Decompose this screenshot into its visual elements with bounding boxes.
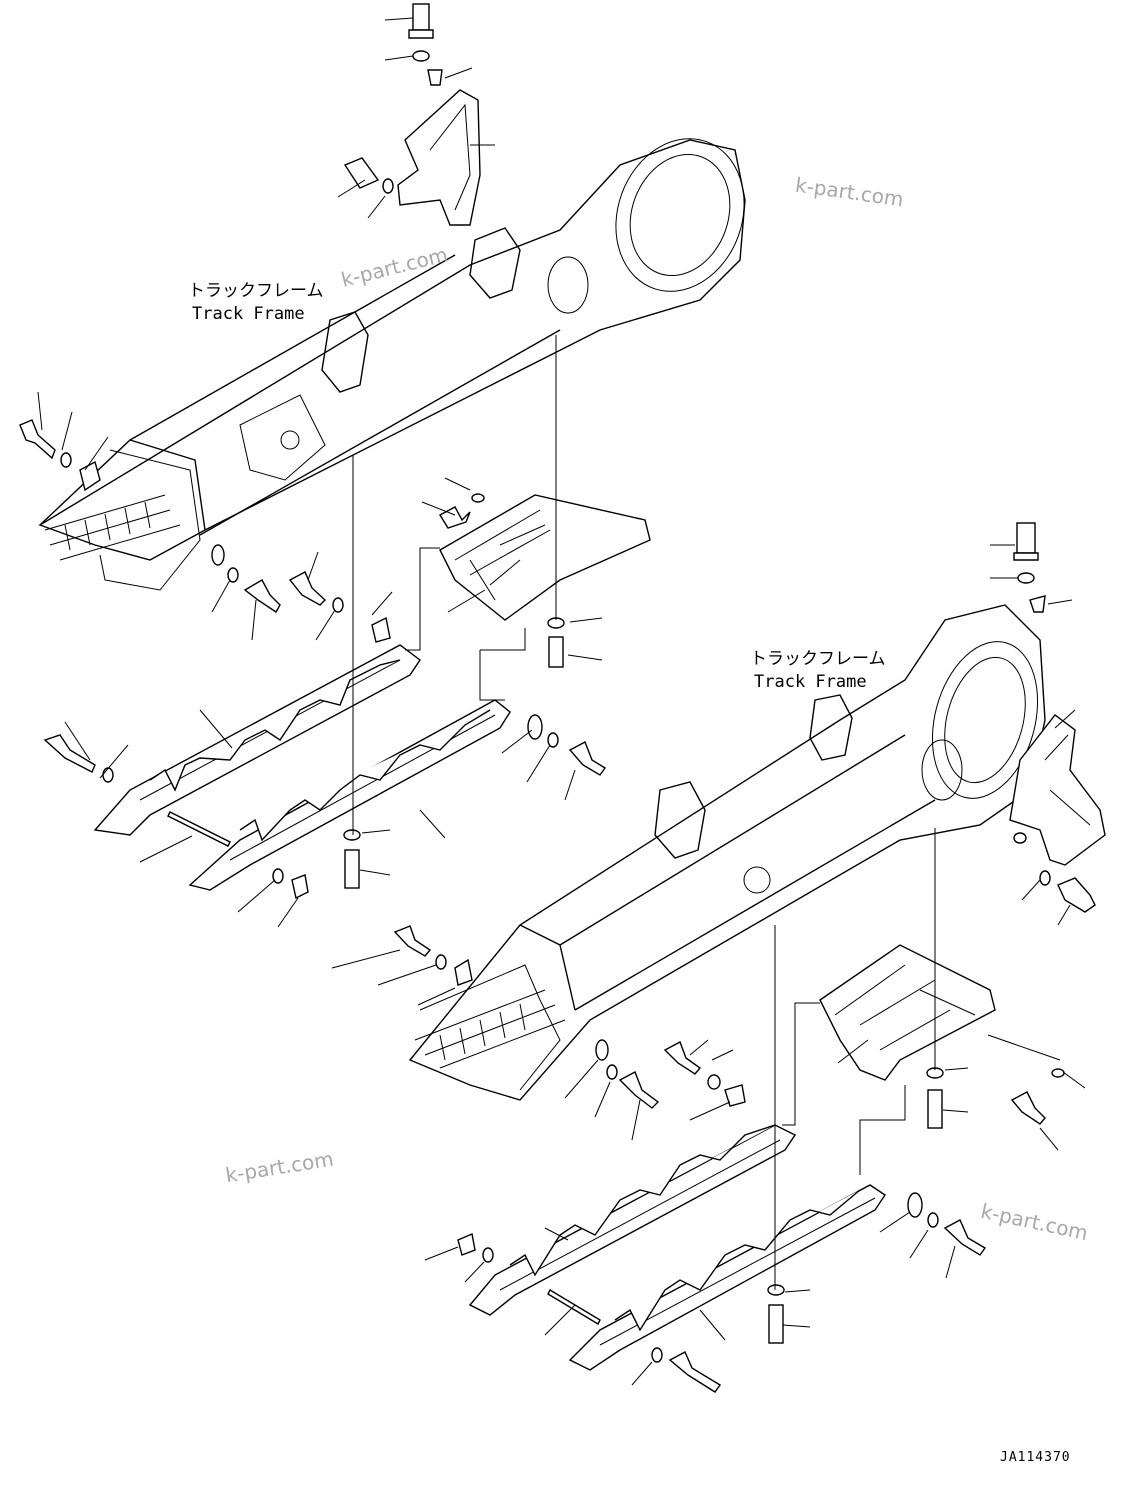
upper-fasteners (19, 419, 607, 900)
lower-reference-lines (774, 828, 1061, 1290)
upper-guard-bracket (439, 494, 651, 621)
lower-guard-bracket (819, 944, 996, 1081)
lower-side-bracket (1009, 522, 1106, 913)
track-frame-lower-en-label: Track Frame (754, 672, 867, 692)
upper-leader-lines (37, 17, 603, 928)
track-frame-upper-en-label: Track Frame (192, 304, 305, 324)
upper-reference-lines (352, 335, 557, 835)
lower-guard-rear (468, 1124, 797, 1316)
lower-guard-front (547, 1184, 886, 1371)
lower-track-frame (408, 604, 1046, 1101)
track-frame-lower-jp-label: トラックフレーム (750, 649, 886, 669)
lower-leader-lines (331, 544, 1086, 1386)
upper-guard-rear (93, 644, 421, 836)
drawing-code: JA114370 (1000, 1450, 1071, 1465)
lower-fasteners (393, 925, 1065, 1393)
upper-track-frame (38, 138, 746, 591)
upper-guard-front (188, 699, 511, 891)
upper-top-bracket (343, 3, 481, 226)
track-frame-upper-jp-label: トラックフレーム (188, 281, 324, 301)
